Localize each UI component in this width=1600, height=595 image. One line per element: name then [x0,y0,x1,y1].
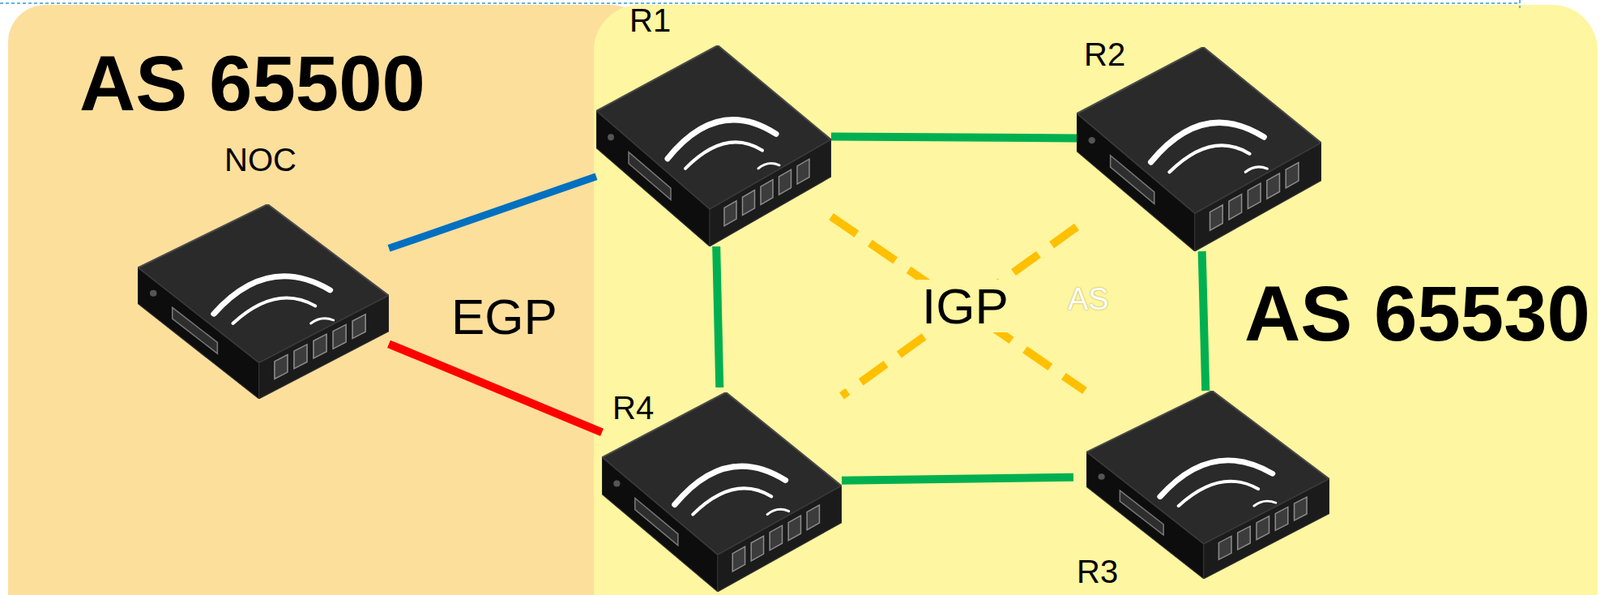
region-ground [8,4,649,595]
frame-line [1518,0,1521,9]
router-name: R4 [612,390,654,425]
link-line [388,343,602,432]
router-node: NOC [137,142,389,399]
text-slot: AS 65500 [79,42,426,125]
as-region: AS 65530 R1R2R4R3 [593,4,1598,595]
protocol-label: EGP [451,290,558,343]
as-number: AS 65530 [1244,273,1591,355]
router-name: R3 [1076,554,1118,589]
protocol-label: IGP [917,279,1014,333]
router-picture [1086,390,1330,579]
router-picture [1076,46,1322,252]
text-slot: NOC [224,142,297,177]
router-name: NOC [224,142,297,177]
link-line [1202,251,1207,391]
text-slot: EGP [451,290,558,343]
link-line [831,136,1077,139]
link-line [388,176,597,249]
protocol-label: AS [1067,283,1110,316]
dashed-link [841,226,1077,396]
router-picture [596,45,832,247]
router-picture [137,204,389,399]
router-picture [1076,46,1322,252]
router-node: R1 [596,3,832,247]
router-picture [137,204,389,399]
text-slot: R1 [629,3,671,38]
text-slot: AS [1067,283,1110,316]
router-node: R4 [601,387,842,592]
as-region: AS 65500NOC [8,4,649,595]
router-name: R2 [1083,37,1126,72]
router-node: R3 [1073,390,1333,592]
frame-line [0,2,1520,5]
router-name: R1 [629,3,671,38]
dashed-link [831,216,1085,391]
text-slot: R2 [1083,37,1126,72]
text-slot: IGP [917,279,1014,333]
router-picture [596,45,832,247]
router-node: R2 [1076,35,1322,252]
text-slot: R3 [1076,554,1118,589]
text-slot: R4 [612,390,654,425]
region-ground [593,4,1598,595]
link-line [841,477,1074,481]
as-number: AS 65500 [79,42,426,125]
text-slot: AS 65530 [1244,273,1591,355]
router-picture [1086,390,1330,579]
link-line [716,246,720,388]
